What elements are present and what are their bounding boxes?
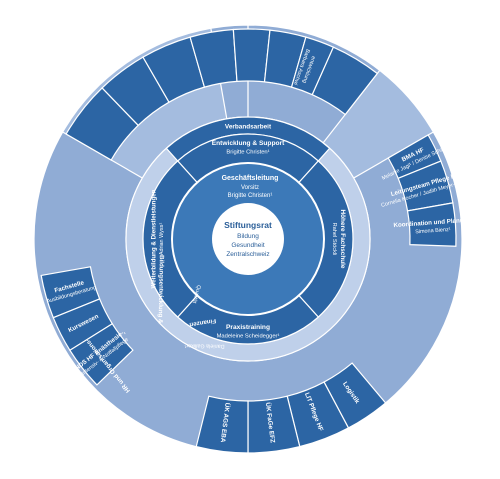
outer-top-label-4: ICTOliver Ammon¹ — [0, 0, 18, 8]
outer-top-label-5-line-2: Kommunikation — [0, 0, 19, 4]
division-praxistraining-label-line-2: Madeleine Scheidegger¹ — [217, 333, 280, 339]
outer-ring-units — [40, 28, 457, 454]
outer-top-label-2-line-2: Daniela Galliker¹ — [184, 342, 224, 349]
outer-top-label-1-line-2: Qualität — [191, 284, 202, 304]
outer-top-label-2-line-1: Finanzen — [189, 317, 217, 328]
outer-top-label-7: BildungsadministrationMonika Wicki¹ — [0, 0, 35, 8]
division-entwicklung-label-line-2: Brigitte Christen¹ — [226, 149, 269, 155]
center-line-1: Bildung — [237, 233, 259, 240]
center-line-3: Zentralschweiz — [226, 251, 269, 258]
center-title: Stiftungsrat — [224, 220, 272, 230]
outer-top-label-5-line-3: Matthias Rüegg¹ — [0, 6, 20, 12]
center-line-2: Gesundheit — [231, 242, 264, 249]
verbandsarbeit-label: Verbandsarbeit — [225, 123, 272, 130]
inner-line-1: Vorsitz — [241, 185, 259, 191]
outer-left-unit-3 — [69, 322, 134, 386]
outer-top-label-8-line-2: & Projekte — [0, 2, 13, 8]
inner-title: Geschäftsleitung — [222, 175, 279, 182]
outer-top-label-6-line-2: Daniela Galliker¹ — [0, 2, 20, 8]
outer-left-unit-1 — [40, 266, 101, 319]
inner-line-2: Brigitte Christen¹ — [228, 193, 273, 199]
division-entwicklung-label-line-1: Entwicklung & Support — [212, 140, 285, 147]
division-hoehere-fachschule-label-line-1: Höhere Fachschule — [339, 210, 346, 269]
outer-top-label-1: Bildungsentwicklung & Qualität — [157, 255, 202, 324]
outer-top-label-4-line-2: Oliver Ammon¹ — [0, 2, 18, 8]
outer-left-unit-2 — [52, 298, 114, 352]
division-praxistraining-label-line-1: Praxistraining — [226, 324, 270, 331]
outer-top-label-6: ServicesDaniela Galliker¹ — [0, 0, 20, 8]
outer-top-unit-5 — [232, 28, 271, 83]
division-weiterbildung-label-line-2: Adrian Wyss¹ — [159, 223, 165, 255]
outer-top-unit-8 — [311, 46, 379, 116]
outer-right-label-3-line-2: Simona Bienz¹ — [415, 227, 451, 235]
outer-bottom-unit-4 — [195, 395, 249, 454]
center-circle — [212, 203, 284, 275]
outer-top-label-1-line-1: Bildungsentwicklung & — [157, 255, 165, 324]
outer-top-label-7-line-2: Monika Wicki¹ — [0, 2, 17, 8]
division-ring — [142, 133, 354, 345]
outer-right-unit-3 — [406, 202, 457, 247]
outer-top-label-8: Unternehmensentwicklung& Projekte — [0, 0, 40, 8]
division-hoehere-fachschule-label-line-2: Rahel Stöckli — [331, 223, 337, 256]
division-weiterbildung-label-line-1: Weiterbildung & Dienstleistungen — [150, 189, 157, 288]
outer-top-label-5: Marketing &KommunikationMatthias Rüegg¹ — [0, 0, 20, 12]
verbandsarbeit-label-line-1: Verbandsarbeit — [225, 123, 272, 130]
